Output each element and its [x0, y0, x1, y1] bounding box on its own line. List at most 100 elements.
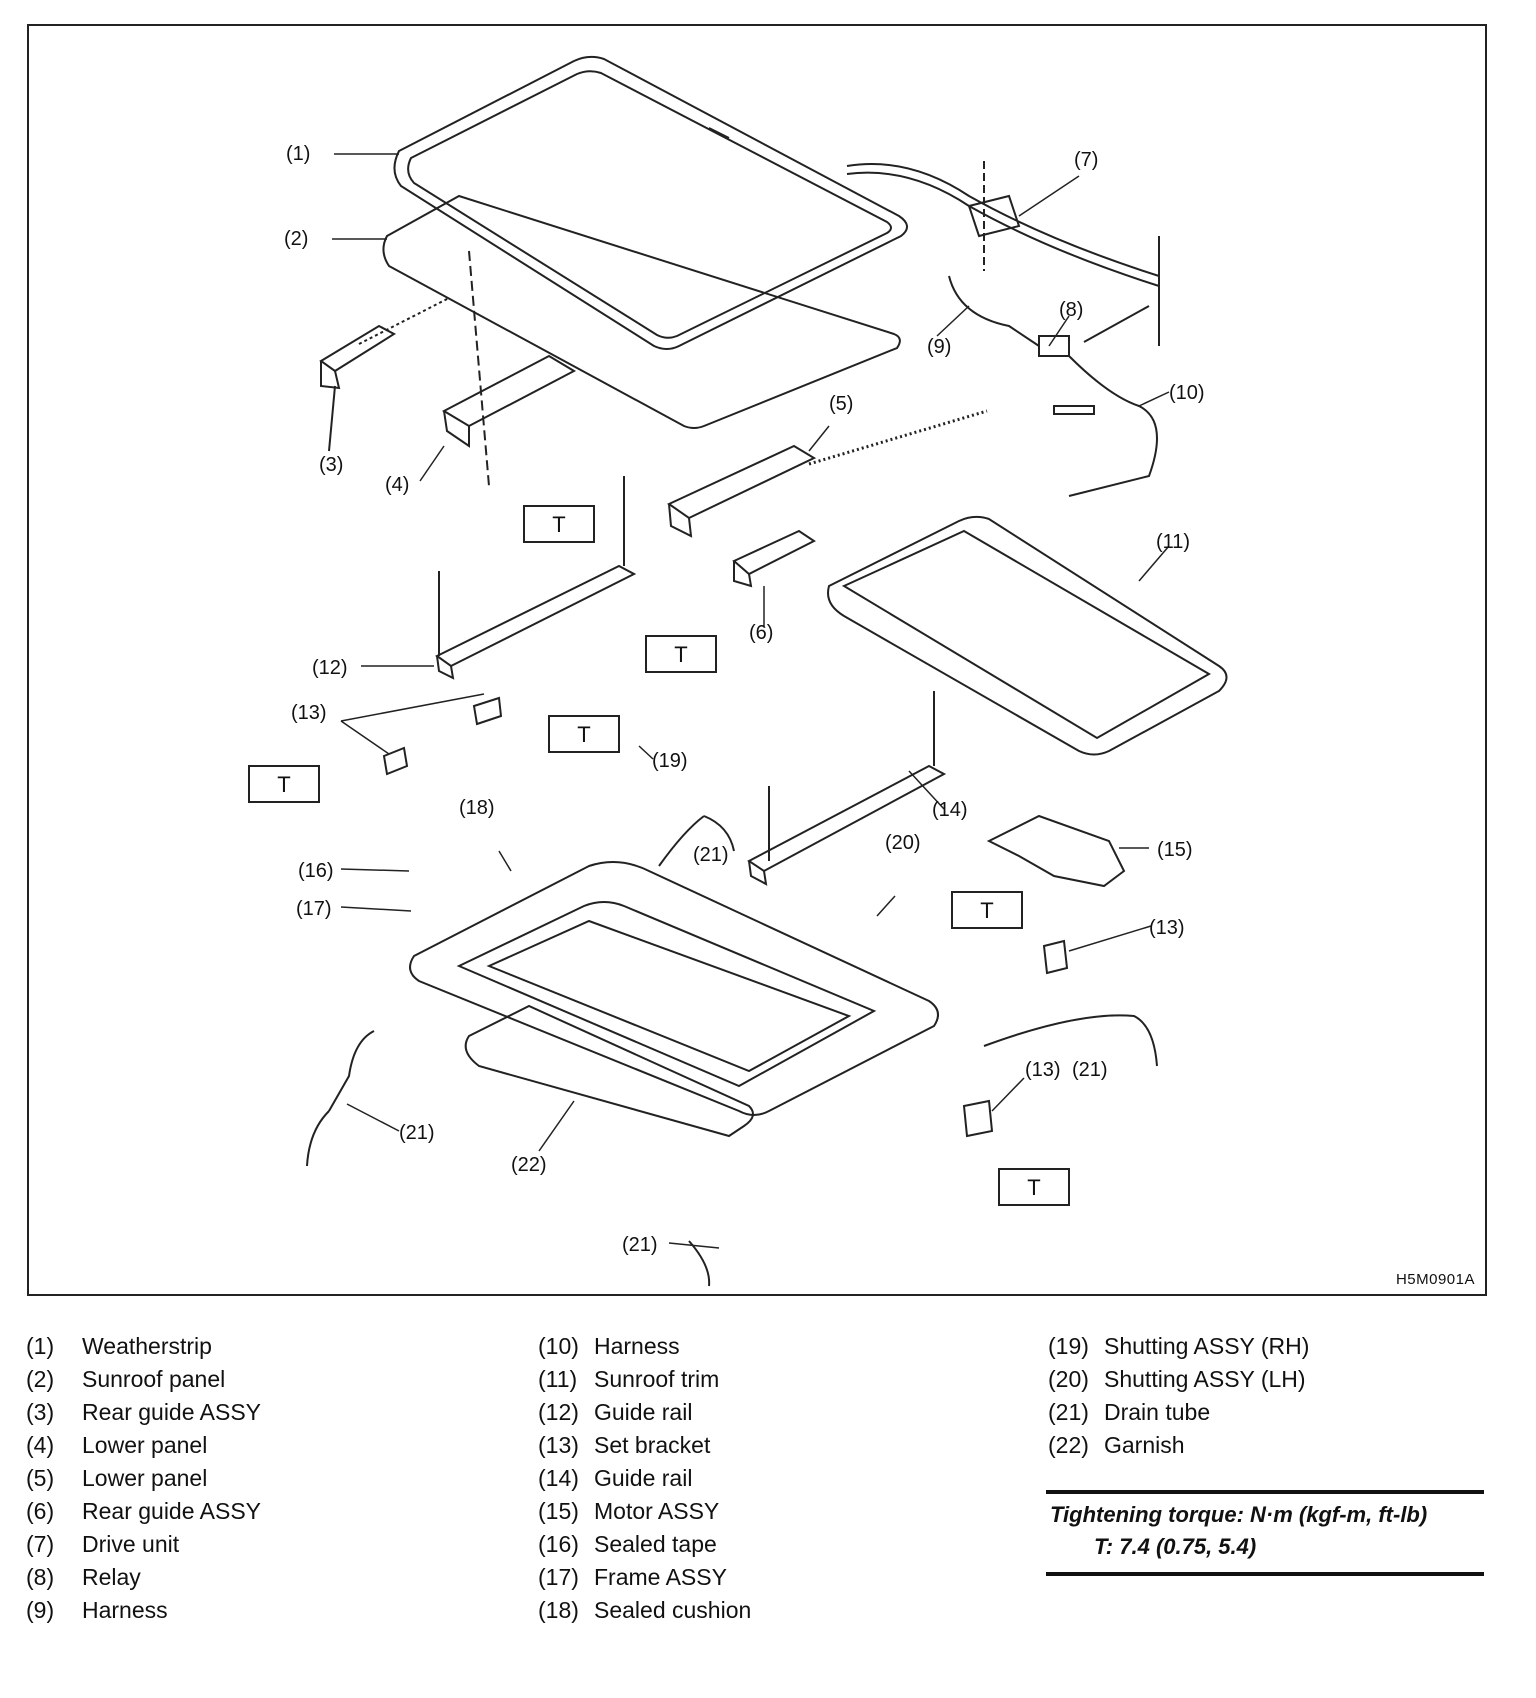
callout-13b: (13)	[1149, 917, 1185, 939]
sunroof-exploded-view: (1) (2) (3) (4) (5) (6) (7) (8) (9) (10)…	[248, 55, 1228, 1287]
diagram-code: H5M0901A	[1395, 1271, 1475, 1288]
lower-panel-right-part	[667, 409, 988, 538]
guide-rail-right-part	[747, 691, 947, 886]
sunroof-trim-part	[827, 515, 1228, 756]
legend-num: (13)	[538, 1432, 579, 1458]
legend-num: (14)	[538, 1465, 579, 1491]
legend-label: Lower panel	[82, 1465, 208, 1491]
legend-label: Drive unit	[82, 1531, 180, 1557]
legend-item: (8) Relay	[26, 1561, 261, 1594]
legend-num: (22)	[1048, 1432, 1089, 1458]
legend-num: (8)	[26, 1564, 55, 1590]
guide-rail-left-part	[435, 476, 637, 680]
drive-unit-part	[846, 161, 1160, 346]
legend-label: Relay	[82, 1564, 141, 1590]
drain-tubes-part	[306, 815, 1158, 1287]
callout-13a: (13)	[291, 702, 327, 724]
legend-label: Sunroof trim	[594, 1366, 720, 1392]
top-rule	[1046, 1490, 1484, 1494]
callout-10: (10)	[1169, 382, 1205, 404]
callout-16: (16)	[298, 860, 334, 882]
legend-num: (9)	[26, 1597, 55, 1623]
callout-21b: (21)	[1072, 1059, 1108, 1081]
callout-21c: (21)	[399, 1122, 435, 1144]
callout-1: (1)	[286, 143, 310, 165]
legend-column-3: (19)Shutting ASSY (RH) (20)Shutting ASSY…	[1048, 1330, 1309, 1462]
bottom-rule	[1046, 1572, 1484, 1576]
torque-tag-3: T	[577, 722, 590, 747]
legend-item: (5) Lower panel	[26, 1462, 261, 1495]
legend-item: (10) Harness	[538, 1330, 751, 1363]
legend-label: Sunroof panel	[82, 1366, 226, 1392]
legend-item: (16) Sealed tape	[538, 1528, 751, 1561]
weatherstrip-part	[393, 55, 908, 350]
exploded-diagram: (1) (2) (3) (4) (5) (6) (7) (8) (9) (10)…	[27, 24, 1487, 1296]
legend-label: Frame ASSY	[594, 1564, 727, 1590]
motor-assy-part	[986, 814, 1126, 888]
legend-item: (22)Garnish	[1048, 1429, 1309, 1462]
lower-panel-left-part	[441, 250, 577, 487]
legend-label: Shutting ASSY (RH)	[1104, 1333, 1310, 1359]
callout-17: (17)	[296, 898, 332, 920]
torque-tag-boxes	[248, 505, 1070, 1206]
legend-label: Weatherstrip	[82, 1333, 212, 1359]
callout-4: (4)	[385, 474, 409, 496]
legend-num: (1)	[26, 1333, 55, 1359]
legend-label: Set bracket	[594, 1432, 711, 1458]
torque-spec-box: Tightening torque: N·m (kgf-m, ft-lb) T:…	[1046, 1490, 1484, 1576]
set-brackets-part	[382, 696, 1069, 1138]
legend-label: Rear guide ASSY	[82, 1498, 262, 1524]
legend-num: (5)	[26, 1465, 55, 1491]
legend-column-1: (1)Weatherstrip (2)Sunroof panel (3)Rear…	[26, 1330, 261, 1627]
legend-item: (20)Shutting ASSY (LH)	[1048, 1363, 1309, 1396]
legend-label: Harness	[594, 1333, 680, 1359]
legend-num: (17)	[538, 1564, 579, 1590]
legend-label: Guide rail	[594, 1465, 693, 1491]
legend-num: (12)	[538, 1399, 579, 1425]
callout-18: (18)	[459, 797, 495, 819]
callout-6: (6)	[749, 622, 773, 644]
legend-item: (1) Weatherstrip	[26, 1330, 261, 1363]
callout-5: (5)	[829, 393, 853, 415]
callout-3: (3)	[319, 454, 343, 476]
rear-guide-left-part	[319, 297, 450, 452]
torque-title: Tightening torque: N·m (kgf-m, ft-lb)	[1050, 1502, 1428, 1527]
rear-guide-right-part	[732, 529, 816, 588]
callout-7: (7)	[1074, 149, 1098, 171]
legend-item: (18)Sealed cushion	[538, 1594, 751, 1627]
callout-21d: (21)	[622, 1234, 658, 1256]
legend-num: (7)	[26, 1531, 55, 1557]
legend-num: (11)	[538, 1366, 578, 1392]
legend-num: (16)	[538, 1531, 579, 1557]
callout-19: (19)	[652, 750, 688, 772]
callout-13c: (13)	[1025, 1059, 1061, 1081]
legend-item: (6)Rear guide ASSY	[26, 1495, 261, 1528]
legend-item: (13) Set bracket	[538, 1429, 751, 1462]
legend-label: Sealed cushion	[594, 1597, 752, 1623]
legend-num: (3)	[26, 1399, 55, 1425]
sunroof-panel-part	[382, 194, 901, 429]
legend-label: Sealed tape	[594, 1531, 717, 1557]
callout-20: (20)	[885, 832, 921, 854]
callout-12: (12)	[312, 657, 348, 679]
legend-label: Drain tube	[1104, 1399, 1211, 1425]
legend-item: (14) Guide rail	[538, 1462, 751, 1495]
torque-value: T: 7.4 (0.75, 5.4)	[1094, 1534, 1257, 1559]
legend-item: (11) Sunroof trim	[538, 1363, 751, 1396]
legend-label: Guide rail	[594, 1399, 693, 1425]
frame-assy-part	[409, 861, 939, 1116]
callout-14: (14)	[932, 799, 968, 821]
torque-tag-4: T	[277, 772, 290, 797]
legend-num: (10)	[538, 1333, 579, 1359]
callout-2: (2)	[284, 228, 308, 250]
legend-item: (19)Shutting ASSY (RH)	[1048, 1330, 1309, 1363]
legend-item: (15)Motor ASSY	[538, 1495, 751, 1528]
legend-label: Shutting ASSY (LH)	[1104, 1366, 1306, 1392]
callout-22: (22)	[511, 1154, 547, 1176]
legend-item: (17) Frame ASSY	[538, 1561, 751, 1594]
leader-lines	[332, 153, 1170, 1249]
legend-item: (2)Sunroof panel	[26, 1363, 261, 1396]
callout-labels: (1) (2) (3) (4) (5) (6) (7) (8) (9) (10)…	[284, 143, 1205, 1256]
legend-item: (3)Rear guide ASSY	[26, 1396, 261, 1429]
legend-item: (4)Lower panel	[26, 1429, 261, 1462]
